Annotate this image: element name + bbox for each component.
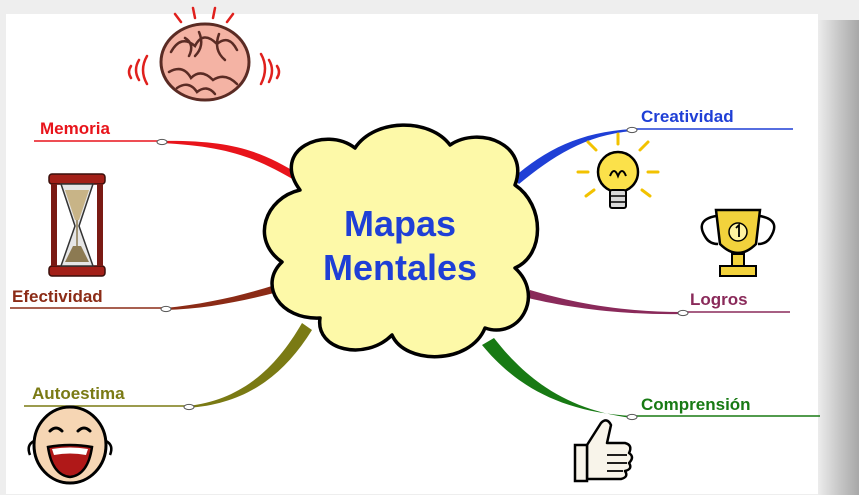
branch-logros: Logros — [528, 290, 790, 317]
branch-efectividad: Efectividad — [10, 285, 278, 313]
thumbs-up-icon — [573, 419, 634, 483]
hourglass-icon — [48, 173, 106, 277]
trophy-icon — [700, 208, 776, 277]
laughing-face-icon — [27, 405, 113, 485]
branch-label-creatividad: Creatividad — [641, 107, 734, 126]
central-cloud: Mapas Mentales — [262, 123, 540, 359]
branch-label-logros: Logros — [690, 290, 748, 309]
branch-label-autoestima: Autoestima — [32, 384, 125, 403]
branch-label-comprension: Comprensión — [641, 395, 751, 414]
lightbulb-icon — [576, 132, 660, 209]
branch-autoestima: Autoestima — [24, 323, 312, 411]
branch-comprension: Comprensión — [482, 338, 820, 421]
brain-icon — [127, 6, 281, 102]
branch-label-memoria: Memoria — [40, 119, 110, 138]
center-title-line1: Mapas — [344, 203, 456, 244]
slide-shadow — [818, 20, 859, 495]
branch-memoria: Memoria — [34, 119, 300, 181]
branch-creatividad: Creatividad — [513, 107, 793, 184]
branch-label-efectividad: Efectividad — [12, 287, 103, 306]
center-title-line2: Mentales — [323, 247, 477, 288]
